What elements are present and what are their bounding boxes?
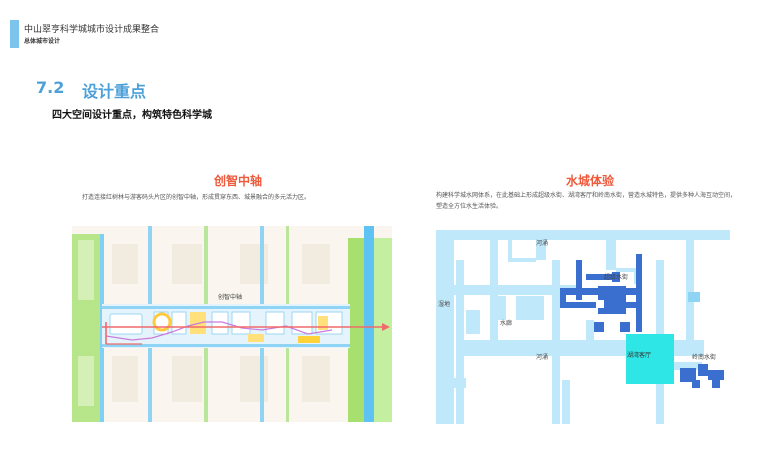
document-subtitle: 总体城市设计 — [24, 38, 61, 45]
axis-map-label: 创智中轴 — [218, 294, 243, 301]
left-panel-description: 打造连接红树林与游客码头片区的创智中轴，形成贯穿东西、城景融合的多元活力区。 — [82, 194, 311, 201]
section-subtitle: 四大空间设计重点，构筑特色科学城 — [52, 110, 212, 121]
label-wetland: 湿地 — [438, 301, 451, 308]
label-water-lane: 水廊 — [500, 320, 513, 327]
left-panel-title: 创智中轴 — [214, 174, 263, 188]
right-panel-title: 水城体验 — [566, 174, 615, 188]
header-accent-bar — [10, 20, 19, 48]
innovation-axis-map — [72, 226, 392, 422]
right-panel-description: 构建科学城水网体系，在此基础上形成超级水街、湖湾客厅和岭南水街，营造水城特色，提… — [436, 192, 737, 210]
label-mid-river: 河涌 — [536, 354, 549, 361]
label-lingnan-water-street: 岭南水街 — [692, 354, 717, 361]
section-number: 7.2 — [36, 78, 65, 97]
water-city-map — [436, 230, 730, 424]
section-title: 设计重点 — [82, 82, 147, 101]
label-top-river: 河涌 — [536, 240, 549, 247]
label-super-water-street: 超级水街 — [604, 274, 629, 281]
document-title: 中山翠亨科学城城市设计成果整合 — [24, 25, 160, 35]
label-lake-living-room: 湖湾客厅 — [627, 352, 652, 359]
